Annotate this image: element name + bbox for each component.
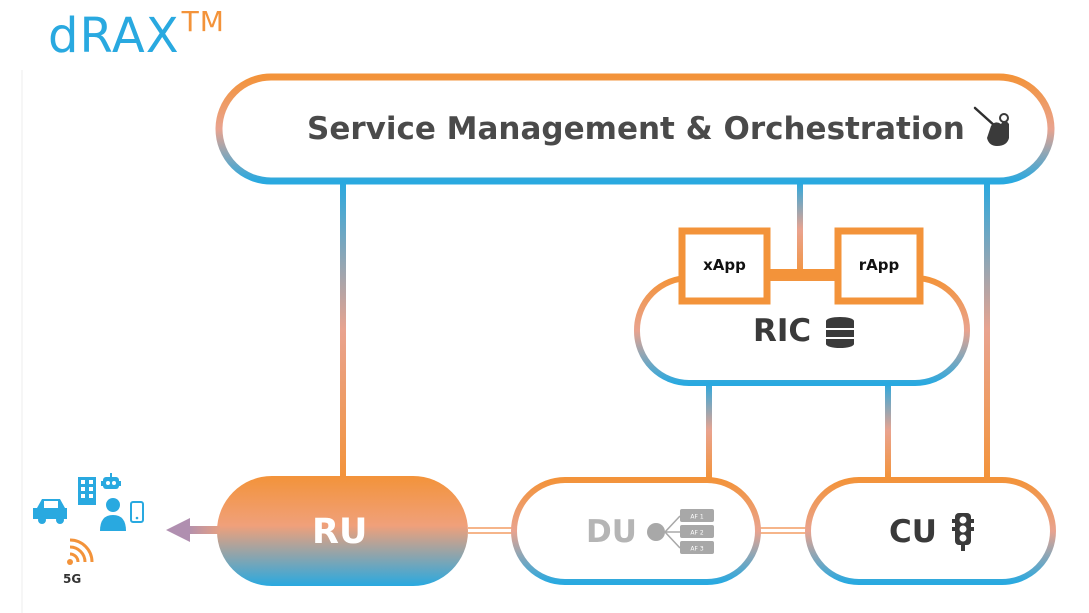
smo-label: Service Management & Orchestration bbox=[307, 111, 965, 147]
connector-xapp-rapp bbox=[767, 269, 837, 275]
ru-to-ue-arrow bbox=[166, 518, 220, 542]
person-icon bbox=[100, 498, 126, 531]
robot-icon bbox=[101, 473, 121, 489]
ric-label: RIC bbox=[753, 313, 812, 349]
logo-trademark: TM bbox=[181, 5, 225, 38]
connector-smo-ric bbox=[797, 182, 803, 277]
building-icon bbox=[78, 477, 96, 505]
traffic-light-icon bbox=[952, 513, 974, 551]
phone-icon bbox=[130, 501, 144, 523]
cu-box bbox=[805, 477, 1056, 585]
connector-ric-cu bbox=[885, 383, 891, 478]
xapp-box bbox=[678, 227, 771, 305]
link-du-cu bbox=[760, 527, 806, 534]
du-icon-label: AF 3 bbox=[690, 546, 703, 553]
5g-label: 5G bbox=[63, 572, 82, 586]
du-function-icon: AF 1 AF 2 AF 3 bbox=[647, 509, 714, 554]
link-ru-du bbox=[468, 527, 512, 534]
cu-label: CU bbox=[889, 514, 937, 550]
logo-text: dRAX bbox=[48, 8, 180, 64]
du-icon-label: AF 2 bbox=[690, 530, 703, 537]
database-icon bbox=[826, 317, 854, 348]
du-icon-label: AF 1 bbox=[690, 514, 703, 521]
rapp-box bbox=[834, 227, 924, 305]
car-icon bbox=[33, 499, 67, 524]
ru-box bbox=[217, 476, 468, 586]
smo-box bbox=[215, 73, 1055, 185]
du-box bbox=[511, 477, 761, 585]
du-label: DU bbox=[586, 514, 637, 550]
ru-label: RU bbox=[312, 512, 368, 552]
drax-logo: dRAXTM bbox=[48, 5, 225, 64]
connector-smo-cu bbox=[984, 182, 990, 478]
xapp-label: xApp bbox=[703, 256, 746, 274]
conductor-hand-icon bbox=[973, 106, 1009, 146]
connector-ric-du bbox=[706, 383, 712, 478]
rapp-label: rApp bbox=[858, 256, 900, 274]
connector-smo-ru bbox=[340, 182, 346, 478]
wifi-signal-icon bbox=[67, 538, 94, 565]
